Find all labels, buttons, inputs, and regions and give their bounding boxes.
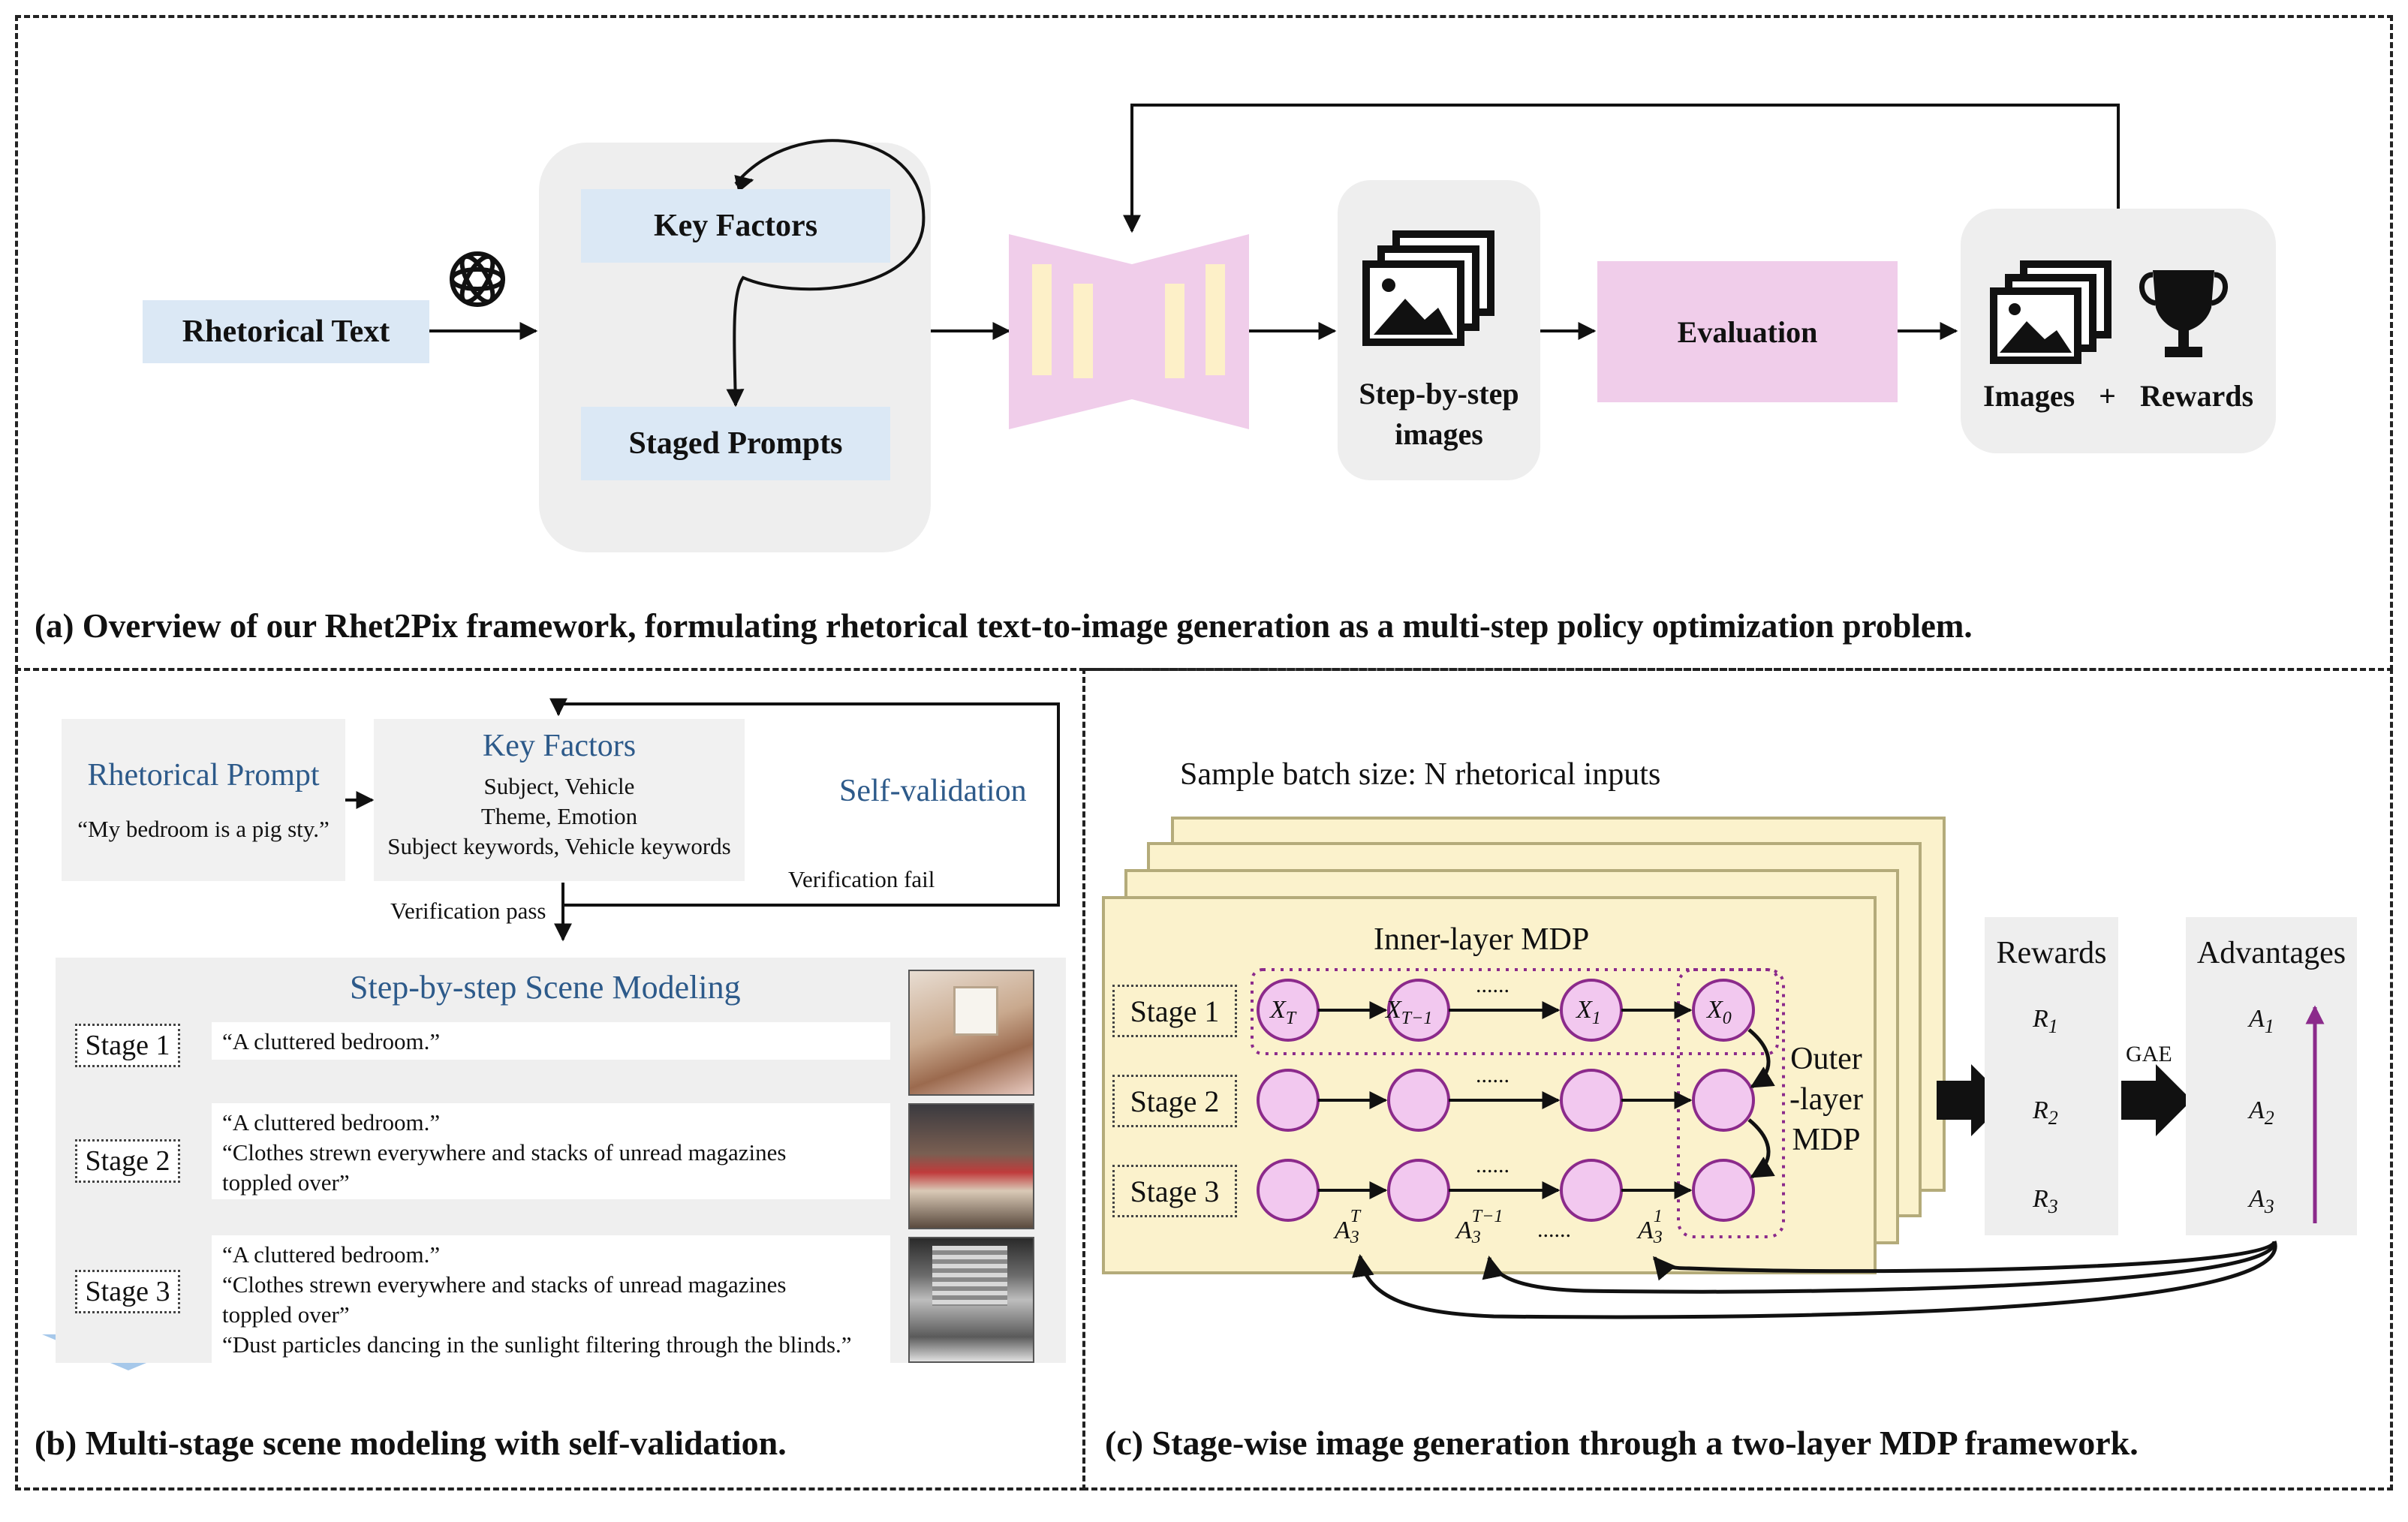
gae-arrow [2121,1064,2192,1136]
scene-modeling-title: Step-by-step Scene Modeling [350,969,741,1006]
caption-c: (c) Stage-wise image generation through … [1105,1424,2139,1462]
arrow-to-rewards [1937,1064,2007,1136]
row2-dots: ...... [1476,1063,1510,1087]
key-factors-line1: Subject, Vehicle [483,773,635,799]
staged-prompts-label: Staged Prompts [628,426,843,461]
key-factors-line2: Theme, Emotion [480,803,638,829]
row3-dots: ...... [1476,1153,1510,1178]
inner-mdp-label: Inner-layer MDP [1374,922,1590,957]
verification-fail-loop [549,698,1060,907]
rhetorical-text-label: Rhetorical Text [182,314,390,349]
mdp-stage3-tag: Stage 3 [1112,1165,1237,1217]
evaluation-label: Evaluation [1677,314,1818,349]
feedback-arrow [1123,104,2120,233]
rewards-box [1985,917,2118,1235]
mdp-stage2-tag: Stage 2 [1112,1075,1237,1127]
caption-a: (a) Overview of our Rhet2Pix framework, … [35,607,1973,645]
staged-prompts-box: Staged Prompts [581,407,890,480]
key-factors-title: Key Factors [482,729,637,763]
plus-label: + [2099,379,2116,413]
inner-mdp-box [1251,968,1779,1055]
outer-mdp-box [1677,968,1785,1238]
panel-c-frame [1082,668,2393,1490]
stage1-tag: Stage 1 [75,1024,180,1067]
key-factors-panel: Key Factors Subject, Vehicle Theme, Emot… [374,719,745,881]
verification-pass-label: Verification pass [390,898,546,924]
evaluation-box: Evaluation [1597,261,1898,402]
advantages-title: Advantages [2196,936,2346,970]
outer-mdp-label: Outer -layer MDP [1789,1042,1863,1157]
advantages-box [2186,917,2357,1235]
rhetorical-prompt-box: Rhetorical Prompt “My bedroom is a pig s… [62,719,345,881]
svg-text:A3: A3 [2247,1185,2274,1217]
key-factors-loop-head [734,175,754,193]
stage2-tag: Stage 2 [75,1139,180,1183]
stage1-image [908,970,1034,1096]
stage3-prompt: “A cluttered bedroom.” “Clothes strewn e… [212,1235,890,1363]
svg-text:R2: R2 [2032,1096,2058,1129]
gae-label: GAE [2126,1042,2172,1066]
rewards-label: Rewards [2139,379,2254,413]
caption-b: (b) Multi-stage scene modeling with self… [35,1424,787,1462]
key-factors-loop [726,139,926,408]
image-stack-icon [1362,230,1494,346]
batch-size-label: Sample batch size: N rhetorical inputs [1180,757,1661,792]
images-rewards-label: Images + Rewards [1961,378,2276,414]
example-prompt: “My bedroom is a pig sty.” [77,816,330,842]
rhetorical-text-box: Rhetorical Text [143,300,429,363]
stage2-image [908,1103,1034,1229]
key-factors-box: Key Factors [581,189,890,263]
stage3-tag: Stage 3 [75,1270,180,1313]
stage2-prompt: “A cluttered bedroom.” “Clothes strewn e… [212,1103,890,1199]
mdp-stage1-tag: Stage 1 [1112,985,1237,1037]
step-images-label: Step-by-step images [1359,377,1519,451]
rewards-title: Rewards [1996,936,2107,970]
llm-knot-icon [450,251,505,307]
rhetorical-prompt-title: Rhetorical Prompt [87,758,320,793]
stage3-image [908,1237,1034,1363]
row1-dots: ...... [1476,973,1510,997]
key-factors-line3: Subject keywords, Vehicle keywords [387,833,731,859]
stage1-prompt: “A cluttered bedroom.” [212,1022,890,1060]
key-factors-label: Key Factors [653,209,818,243]
action-dots: ...... [1537,1217,1571,1242]
trophy-icon [2139,270,2228,357]
unet-model-icon [1009,234,1249,429]
images-label: Images [1982,379,2075,413]
image-stack-icon-2 [1990,260,2112,364]
self-validation-label: Self-validation [839,774,1027,808]
verification-fail-label: Verification fail [788,866,935,892]
